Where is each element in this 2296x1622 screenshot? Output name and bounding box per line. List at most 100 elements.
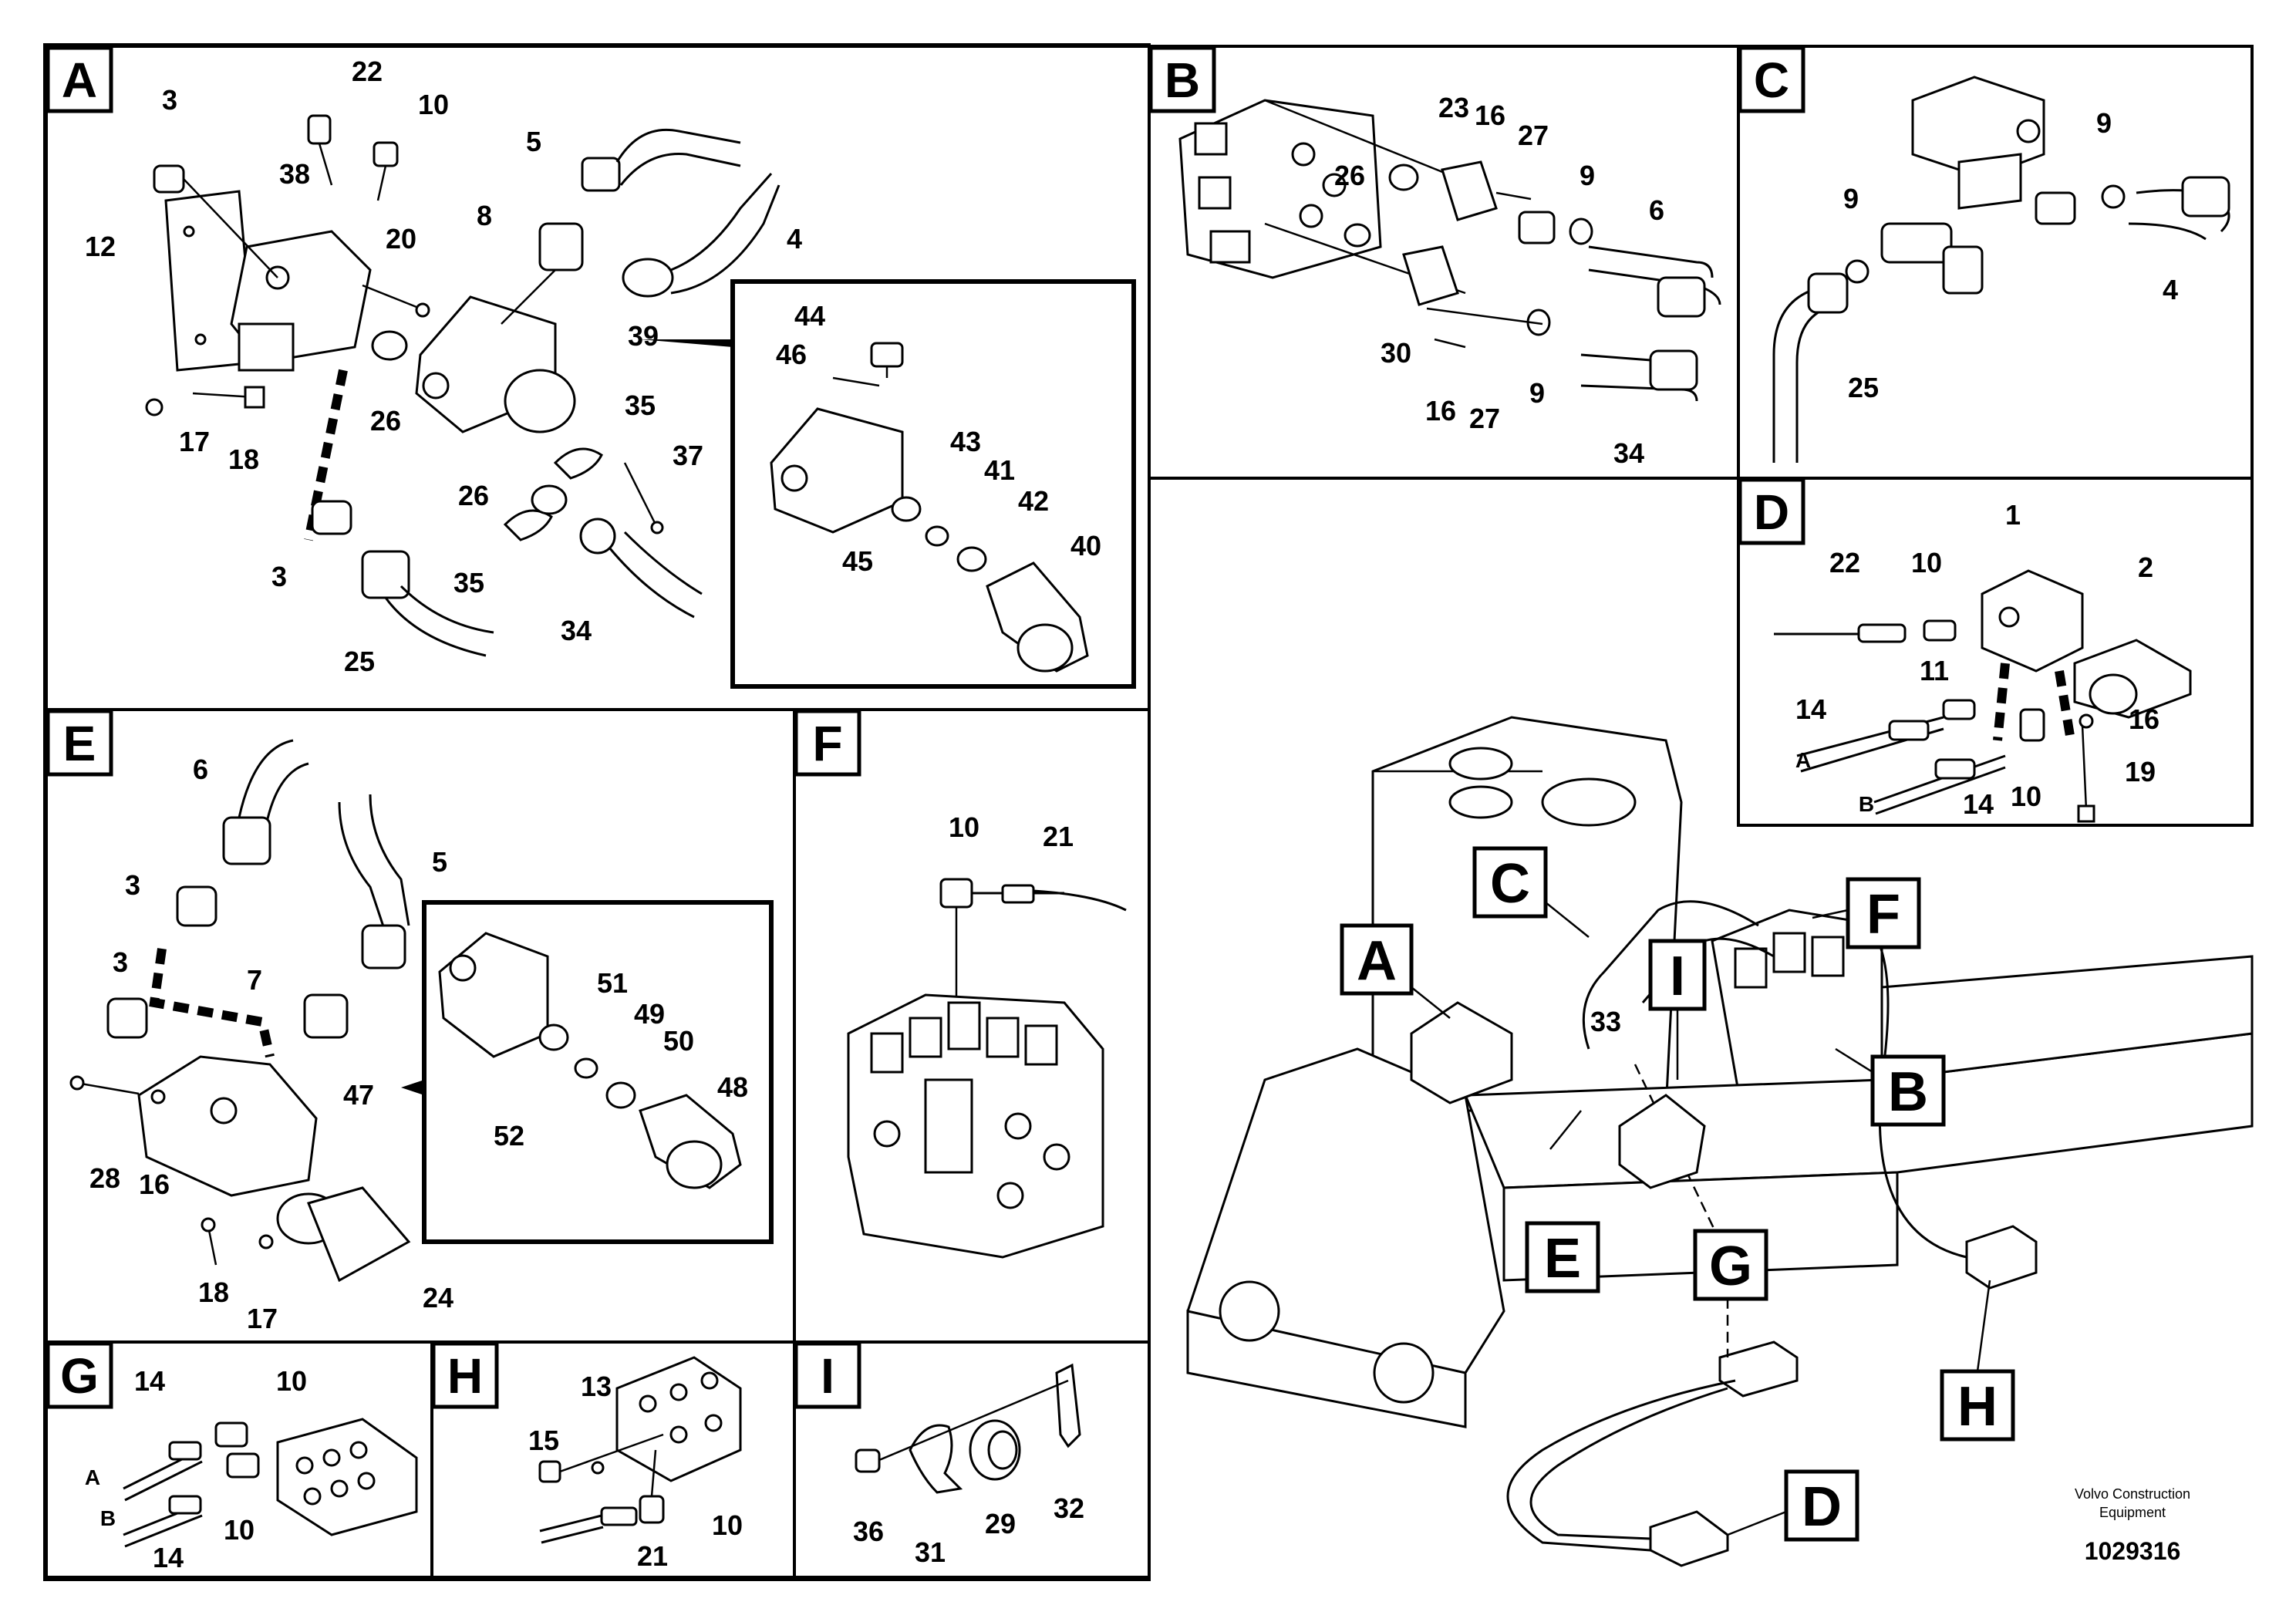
part-number-label: 25 bbox=[1848, 372, 1879, 403]
company-name-line1: Volvo Construction bbox=[2075, 1486, 2190, 1502]
part-number-label: 50 bbox=[663, 1025, 694, 1057]
part-number-label: 18 bbox=[198, 1276, 229, 1308]
part-number-label: 6 bbox=[1649, 194, 1664, 226]
overview-machine bbox=[1186, 716, 2254, 1567]
part-number-label: 27 bbox=[1518, 120, 1549, 151]
part-number-label: 3 bbox=[271, 561, 287, 592]
part-number-label: 11 bbox=[1920, 655, 1949, 686]
callout-letter: A bbox=[1357, 930, 1397, 992]
part-number-label: 14 bbox=[134, 1365, 165, 1397]
part-number-label: 3 bbox=[162, 84, 177, 116]
panel-a: A bbox=[45, 45, 1151, 711]
company-name-line2: Equipment bbox=[2099, 1505, 2166, 1520]
part-number-label: 33 bbox=[1590, 1006, 1621, 1037]
panel-i: I bbox=[793, 1340, 1151, 1579]
part-number-label: 14 bbox=[1795, 693, 1826, 725]
part-number-label: 44 bbox=[794, 300, 825, 332]
part-number-label: 47 bbox=[343, 1079, 374, 1111]
panel-letter: I bbox=[821, 1348, 834, 1404]
part-number-label: 37 bbox=[673, 440, 703, 471]
part-number-label: 5 bbox=[526, 126, 541, 157]
port-label: A bbox=[85, 1465, 100, 1489]
callout-letter: D bbox=[1802, 1476, 1842, 1538]
panel-letter: H bbox=[447, 1348, 483, 1404]
part-number-label: 16 bbox=[1425, 395, 1456, 427]
part-number-label: 23 bbox=[1438, 92, 1469, 123]
callout-letter: F bbox=[1866, 884, 1900, 946]
part-number-label: 25 bbox=[344, 646, 375, 677]
part-number-label: 19 bbox=[2125, 756, 2156, 787]
part-number-label: 48 bbox=[717, 1071, 748, 1103]
callout-letter: I bbox=[1670, 946, 1685, 1007]
panel-d: D bbox=[1737, 477, 2254, 827]
panel-letter: D bbox=[1754, 484, 1789, 540]
part-number-label: 18 bbox=[228, 443, 259, 475]
part-number-label: 10 bbox=[276, 1365, 307, 1397]
panel-e: E bbox=[45, 708, 796, 1344]
part-number-label: 3 bbox=[113, 946, 128, 978]
part-number-label: 4 bbox=[787, 223, 802, 255]
callout-letter: C bbox=[1490, 853, 1530, 915]
part-number-label: 45 bbox=[842, 545, 873, 577]
part-number-label: 22 bbox=[352, 56, 383, 87]
part-number-label: 41 bbox=[984, 454, 1015, 486]
part-number-label: 38 bbox=[279, 158, 310, 190]
part-number-label: 9 bbox=[1843, 183, 1859, 214]
panel-letter: C bbox=[1754, 52, 1789, 108]
part-number-label: 29 bbox=[985, 1508, 1016, 1539]
part-number-label: 36 bbox=[853, 1516, 884, 1547]
port-label: B bbox=[100, 1506, 116, 1530]
part-number-label: 32 bbox=[1054, 1492, 1084, 1524]
part-number-label: 35 bbox=[453, 567, 484, 599]
panel-c: C bbox=[1737, 45, 2254, 480]
part-number-label: 8 bbox=[477, 200, 492, 231]
callout-letter: H bbox=[1957, 1376, 1998, 1438]
part-number-label: 22 bbox=[1829, 547, 1860, 578]
part-number-label: 40 bbox=[1070, 530, 1101, 561]
part-number-label: 9 bbox=[1580, 160, 1595, 191]
part-number-label: 42 bbox=[1018, 485, 1049, 517]
part-number-label: 9 bbox=[2096, 107, 2112, 139]
part-number-label: 35 bbox=[625, 389, 656, 421]
panel-letter: A bbox=[62, 52, 97, 108]
panel-letter: E bbox=[63, 716, 96, 771]
part-number-label: 7 bbox=[247, 964, 262, 996]
part-number-label: 10 bbox=[224, 1514, 255, 1546]
footer: Volvo Construction Equipment 1029316 bbox=[2075, 1486, 2190, 1565]
panel-b: B bbox=[1148, 45, 1740, 480]
callout-letter: G bbox=[1709, 1236, 1752, 1297]
overview-callouts: A B C D E F G H I bbox=[1340, 846, 2015, 1542]
part-number-label: 13 bbox=[581, 1371, 612, 1402]
part-number-label: 24 bbox=[423, 1282, 453, 1313]
part-number-label: 12 bbox=[85, 231, 116, 262]
port-label: A bbox=[1795, 748, 1811, 772]
part-number-label: 9 bbox=[1529, 377, 1545, 409]
panel-letter: B bbox=[1165, 52, 1200, 108]
part-number-label: 16 bbox=[2129, 703, 2159, 735]
part-number-label: 10 bbox=[418, 89, 449, 120]
callout-letter: E bbox=[1544, 1228, 1581, 1290]
part-number-label: 28 bbox=[89, 1162, 120, 1194]
part-number-label: 5 bbox=[432, 846, 447, 878]
port-label: B bbox=[1859, 792, 1874, 816]
panel-g: G bbox=[45, 1340, 433, 1579]
part-number-label: 52 bbox=[494, 1120, 524, 1152]
panel-f: F bbox=[793, 708, 1151, 1344]
part-number-label: 10 bbox=[949, 811, 979, 843]
part-number-label: 1 bbox=[2005, 499, 2021, 531]
part-number-label: 14 bbox=[153, 1542, 184, 1573]
part-number-label: 16 bbox=[1475, 99, 1505, 131]
diagram-id: 1029316 bbox=[2085, 1537, 2181, 1565]
part-number-label: 51 bbox=[597, 967, 628, 999]
part-number-label: 31 bbox=[915, 1536, 946, 1568]
part-number-label: 10 bbox=[2011, 781, 2041, 812]
part-number-label: 21 bbox=[1043, 821, 1074, 852]
part-number-label: 27 bbox=[1469, 403, 1500, 434]
part-number-label: 43 bbox=[950, 426, 981, 457]
part-number-label: 16 bbox=[139, 1168, 170, 1200]
part-number-label: 34 bbox=[561, 615, 592, 646]
callout-letter: B bbox=[1888, 1061, 1928, 1123]
part-number-label: 26 bbox=[1334, 160, 1365, 191]
